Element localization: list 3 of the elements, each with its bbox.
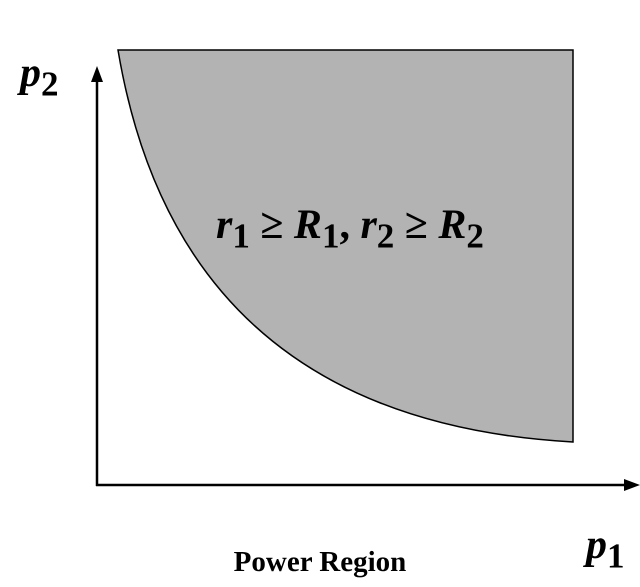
region-label: r$_{1}$ ≥ R$_{1}$, r$_{2}$ ≥ R$_{2}$ (216, 204, 484, 254)
caption: Power Region (234, 546, 406, 578)
shaded-region (116, 49, 575, 444)
